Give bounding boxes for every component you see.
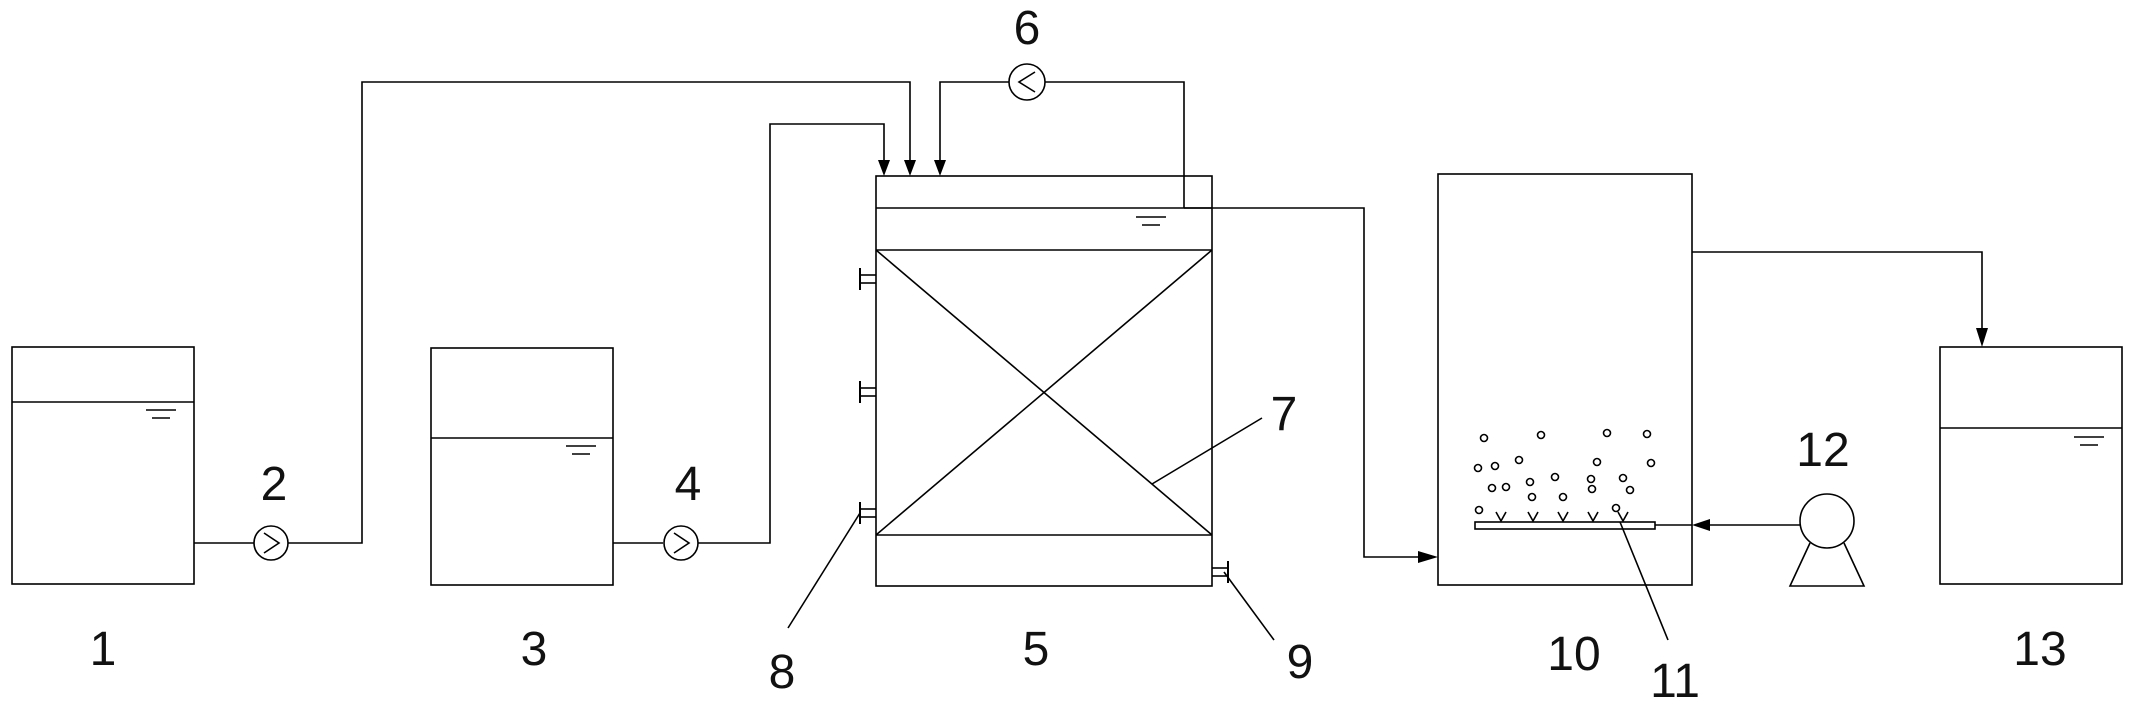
arrow-head <box>904 160 916 176</box>
tank-3 <box>430 347 614 586</box>
sampling-port-8 <box>859 502 876 524</box>
label-5: 5 <box>1023 623 1050 676</box>
pipe-recirculation <box>934 81 1185 208</box>
packing-layer-7 <box>875 249 1213 536</box>
tank-10 <box>1437 173 1693 586</box>
label-11: 11 <box>1650 655 1700 706</box>
pipe-tank10-to-tank13 <box>1692 251 1988 347</box>
label-2: 2 <box>261 458 288 511</box>
air-bubbles <box>1473 428 1656 515</box>
arrow-head <box>878 160 890 176</box>
leader-line-9 <box>1223 571 1275 641</box>
water-level-symbol <box>566 445 596 455</box>
label-4: 4 <box>675 458 702 511</box>
water-level-symbol <box>1136 216 1166 226</box>
pump-4 <box>613 525 699 561</box>
label-7: 7 <box>1271 388 1298 441</box>
pump-6 <box>1008 63 1046 101</box>
drain-port-9 <box>1212 561 1229 583</box>
arrow-head <box>1976 328 1988 347</box>
pipe-reactor-to-tank10 <box>1184 207 1438 563</box>
leader-line-7 <box>1151 417 1263 485</box>
water-level-symbol <box>146 409 176 419</box>
aerator-11 <box>1474 511 1656 530</box>
arrow-head <box>1692 519 1710 531</box>
label-3: 3 <box>521 623 548 676</box>
arrow-head <box>1418 551 1438 563</box>
label-6: 6 <box>1014 2 1041 55</box>
label-12: 12 <box>1796 424 1849 477</box>
arrow-head <box>934 160 946 176</box>
pump-2 <box>194 525 289 561</box>
label-9: 9 <box>1287 636 1314 689</box>
blower-12 <box>1788 493 1866 587</box>
leader-line-11 <box>1619 521 1669 641</box>
label-13: 13 <box>2013 623 2066 676</box>
sampling-port <box>859 268 876 290</box>
label-10: 10 <box>1547 628 1600 681</box>
pipe-pump4-to-reactor <box>698 123 890 544</box>
sampling-port <box>859 381 876 403</box>
reactor-5 <box>859 175 1229 587</box>
tank-1 <box>11 346 195 585</box>
label-8: 8 <box>769 646 796 699</box>
water-level-symbol <box>2074 436 2104 446</box>
tank-13 <box>1939 346 2123 585</box>
leader-line-8 <box>787 512 861 629</box>
pipe-blower-to-aerator <box>1655 519 1800 531</box>
pipe-pump2-to-reactor <box>288 81 916 544</box>
label-1: 1 <box>90 623 117 676</box>
